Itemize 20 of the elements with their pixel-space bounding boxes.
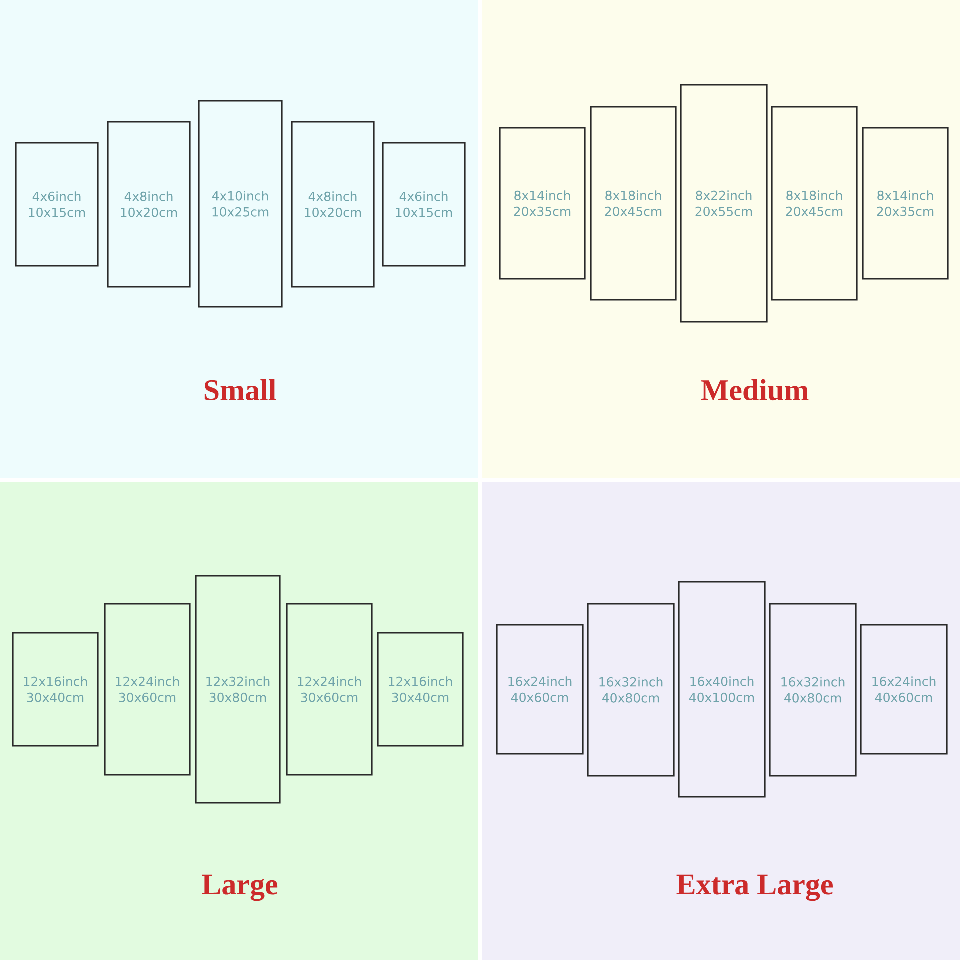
frame-outline: 8x14inch 20x35cm [862, 127, 949, 280]
frame-outline: 8x14inch 20x35cm [499, 127, 586, 280]
frame-outline: 12x16inch 30x40cm [377, 632, 464, 747]
frame-outline: 4x10inch 10x25cm [198, 100, 283, 308]
frame-outline: 8x18inch 20x45cm [590, 106, 677, 301]
frame-outline: 16x40inch 40x100cm [678, 581, 766, 798]
frame-outline: 16x24inch 40x60cm [860, 624, 948, 755]
frame-outline: 4x6inch 10x15cm [382, 142, 466, 267]
frame-outline: 12x24inch 30x60cm [104, 603, 191, 776]
frame-outline: 8x18inch 20x45cm [771, 106, 858, 301]
frame-outline: 4x8inch 10x20cm [107, 121, 191, 288]
frame-outline: 12x16inch 30x40cm [12, 632, 99, 747]
frame-outline: 16x32inch 40x80cm [769, 603, 857, 777]
frame-outline: 12x32inch 30x80cm [195, 575, 281, 804]
frame-outline: 4x8inch 10x20cm [291, 121, 375, 288]
frame-outline: 4x6inch 10x15cm [15, 142, 99, 267]
frame-outline: 16x32inch 40x80cm [587, 603, 675, 777]
frame-outline: 8x22inch 20x55cm [680, 84, 768, 323]
frame-outline: 16x24inch 40x60cm [496, 624, 584, 755]
frame-outline: 12x24inch 30x60cm [286, 603, 373, 776]
